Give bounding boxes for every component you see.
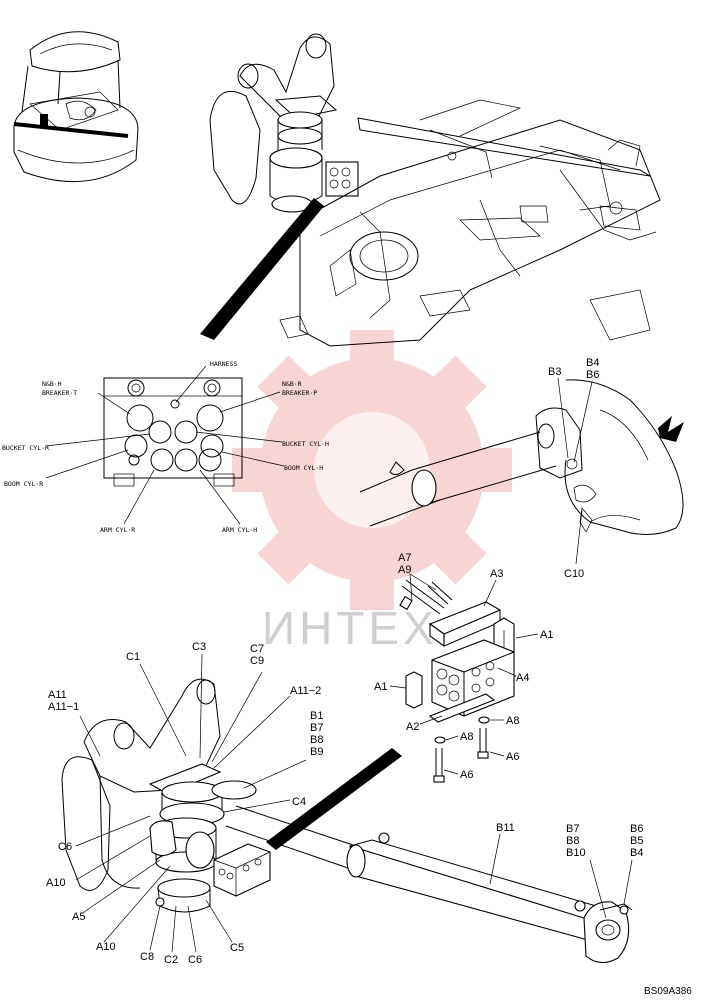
callout-b6: B6	[586, 369, 599, 381]
pointer-arrow-bottom	[266, 748, 402, 850]
callout-a5: A5	[72, 911, 85, 923]
callout-b10: B10	[566, 847, 586, 859]
callout-a6-lower: A6	[460, 769, 473, 781]
callout-c3: C3	[192, 641, 206, 653]
callout-c9: C9	[250, 655, 264, 667]
callout-b4: B4	[586, 357, 599, 369]
callout-c2: C2	[164, 954, 178, 966]
label-nb-r: N&B·R	[282, 380, 302, 388]
callout-a2: A2	[406, 721, 419, 733]
callout-a6-upper: A6	[506, 751, 519, 763]
callout-b8-right: B8	[566, 835, 579, 847]
callout-b3: B3	[548, 366, 561, 378]
label-arm-cyl-r: ARM CYL·R	[100, 526, 135, 534]
callout-a3: A3	[490, 568, 503, 580]
pointer-arrow-top	[200, 198, 324, 340]
label-boom-cyl-r: BOOM CYL·R	[4, 480, 43, 488]
callout-a10-lower: A10	[96, 941, 116, 953]
callout-b1: B1	[310, 710, 323, 722]
label-arm-cyl-h: ARM CYL·H	[222, 526, 257, 534]
cylinder-end-detail	[359, 377, 684, 565]
callout-c5: C5	[230, 942, 244, 954]
bottom-assembly	[61, 653, 633, 964]
callout-c7: C7	[250, 643, 264, 655]
label-breaker-p: BREAKER·P	[282, 389, 317, 397]
callout-c6-bottom: C6	[188, 954, 202, 966]
callout-b5: B5	[630, 835, 643, 847]
callout-b7-right: B7	[566, 823, 579, 835]
label-bucket-cyl-h: BUCKET CYL·H	[282, 440, 329, 448]
callout-a9: A9	[398, 564, 411, 576]
callout-c10: C10	[564, 568, 584, 580]
callout-b11: B11	[496, 822, 515, 834]
label-harness: HARNESS	[210, 360, 237, 368]
label-nb-h: N&B·H	[42, 380, 62, 388]
callout-c4: C4	[292, 796, 306, 808]
callout-c1: C1	[126, 651, 140, 663]
callout-b6-right: B6	[630, 823, 643, 835]
callout-a7: A7	[398, 552, 411, 564]
callout-a11: A11	[48, 689, 67, 701]
swivel-port-inset	[45, 365, 285, 525]
chassis-overview	[209, 33, 661, 347]
machine-overview-inset	[13, 31, 139, 183]
callout-b4-right: B4	[630, 847, 643, 859]
figure-code: BS09A386	[644, 986, 692, 997]
callout-a1-lower: A1	[374, 681, 387, 693]
callout-a1-upper: A1	[540, 629, 553, 641]
callout-a10-upper: A10	[46, 877, 66, 889]
callout-b8: B8	[310, 734, 323, 746]
label-breaker-t: BREAKER·T	[42, 389, 77, 397]
callout-a4: A4	[516, 672, 529, 684]
label-boom-cyl-h: BOOM CYL·H	[284, 464, 323, 472]
watermark-text: ИНТЕХ	[262, 602, 438, 654]
label-bucket-cyl-r: BUCKET CYL·R	[2, 444, 49, 452]
exploded-block-parts	[389, 573, 539, 783]
callout-c6-left: C6	[58, 841, 72, 853]
watermark-logo	[232, 330, 512, 610]
callout-a8-upper: A8	[506, 715, 519, 727]
callout-c8: C8	[140, 951, 154, 963]
callout-b9: B9	[310, 746, 323, 758]
callout-a8-lower: A8	[460, 731, 473, 743]
callout-a11-2: A11−2	[290, 685, 321, 697]
callout-a11-1: A11−1	[48, 701, 79, 713]
callout-b7: B7	[310, 722, 323, 734]
